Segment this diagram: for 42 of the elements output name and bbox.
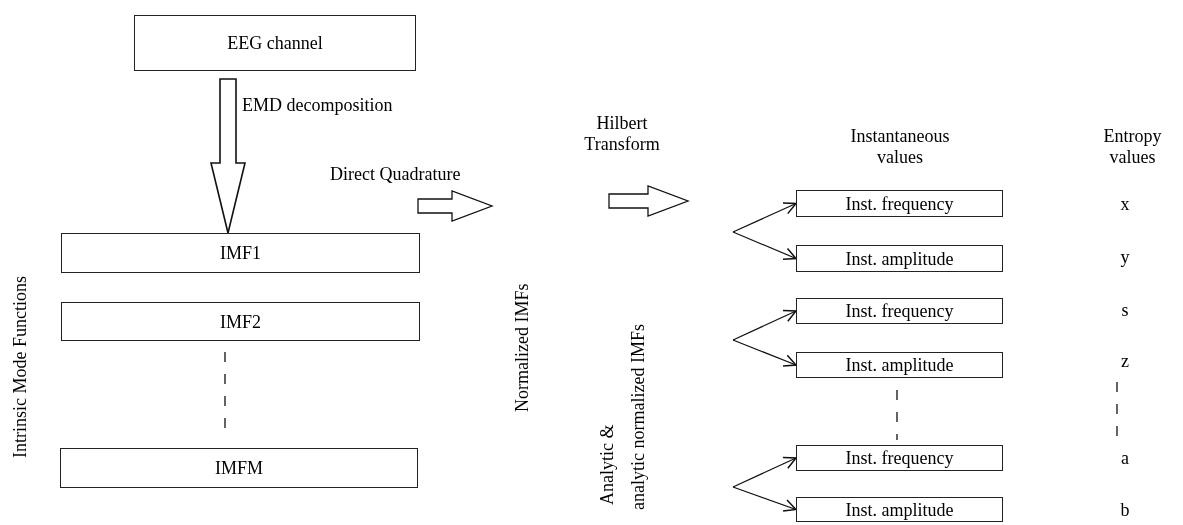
arrow [732, 456, 797, 488]
process-box [796, 190, 1003, 217]
vertical-label: Analytic & [597, 423, 618, 505]
vertical-label: Normalized IMFs [512, 282, 533, 414]
text-label: b [1119, 500, 1131, 521]
box-label: Inst. amplitude [845, 500, 954, 519]
box-label: IMFM [215, 459, 263, 477]
text-label: a [1120, 448, 1130, 469]
arrow [732, 231, 797, 261]
vertical-label: analytic normalized IMFs [628, 323, 649, 510]
arrow [732, 339, 797, 367]
edge-label: EMD decomposition [242, 96, 393, 114]
arrow [732, 486, 797, 512]
box-label: EEG channel [227, 34, 323, 52]
text-label: x [1119, 194, 1131, 215]
box-label: Inst. amplitude [845, 249, 954, 268]
process-box [60, 448, 418, 488]
process-box [796, 352, 1003, 378]
box-label: Inst. amplitude [845, 356, 954, 374]
box-label: Inst. frequency [845, 194, 954, 213]
box-label: IMF2 [220, 312, 261, 331]
text-label: Entropy values [1102, 126, 1163, 168]
process-box [61, 302, 420, 341]
process-box [796, 445, 1003, 471]
box-label: Inst. frequency [845, 302, 954, 320]
box-label: Inst. frequency [845, 449, 954, 467]
text-label: Direct Quadrature [330, 164, 462, 185]
arrow [732, 202, 797, 233]
text-label: z [1120, 351, 1130, 372]
vertical-label: Intrinsic Mode Functions [10, 275, 31, 461]
block-arrow [210, 78, 246, 234]
text-label: y [1119, 247, 1131, 268]
process-box [796, 497, 1003, 522]
text-label: s [1120, 300, 1130, 321]
process-box [134, 15, 416, 71]
process-box [796, 298, 1003, 324]
text-label: Hilbert Transform [583, 113, 661, 155]
process-box [796, 245, 1003, 272]
process-box [61, 233, 420, 273]
arrow [732, 309, 797, 341]
text-label: Instantaneous values [849, 126, 951, 168]
box-label: IMF1 [220, 244, 261, 262]
